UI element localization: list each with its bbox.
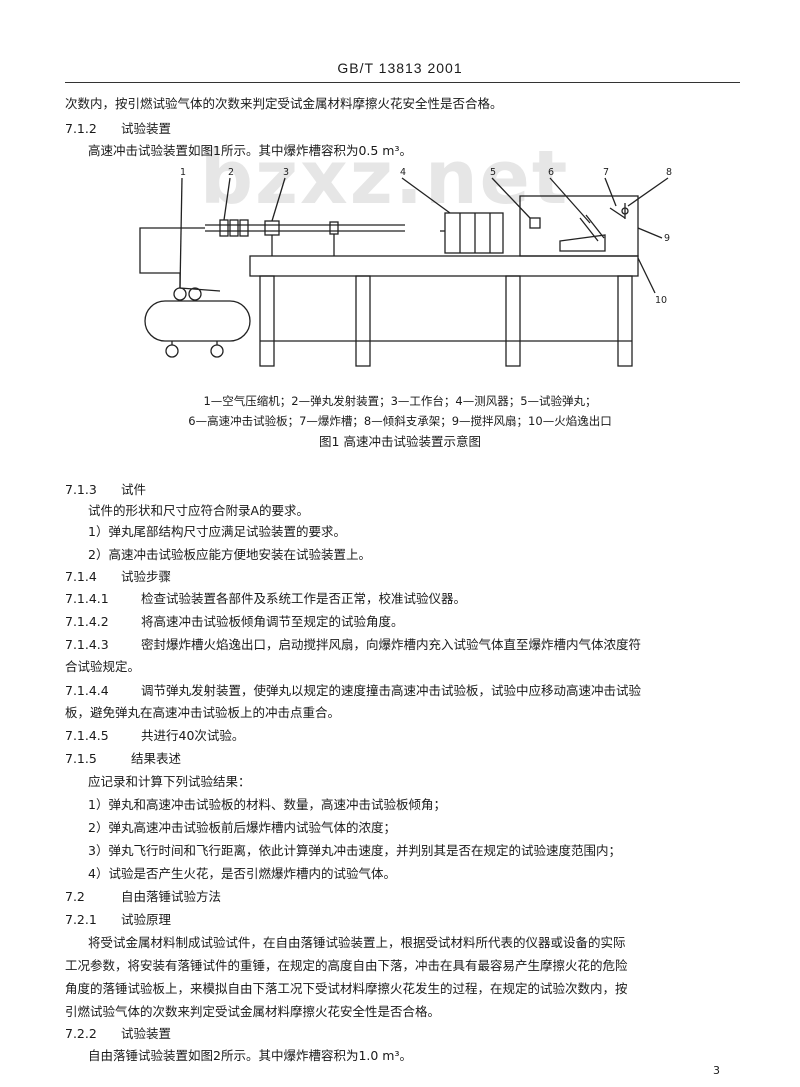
- section-number: 7.1.2: [65, 121, 97, 136]
- section-text: 调节弹丸发射装置，使弹丸以规定的速度撞击高速冲击试验板，试验中应移动高速冲击试验: [141, 683, 642, 698]
- text-line: 高速冲击试验装置如图1所示。其中爆炸槽容积为0.5 m³。: [88, 143, 412, 158]
- section-7-1-4-2: 7.1.4.2 将高速冲击试验板倾角调节至规定的试验角度。: [65, 614, 404, 630]
- section-7-2-1: 7.2.1 试验原理: [65, 912, 171, 928]
- callout-label: 5: [490, 167, 496, 178]
- callout-label: 9: [664, 233, 670, 244]
- text-line: 试件的形状和尺寸应符合附录A的要求。: [88, 503, 310, 518]
- bench-leg: [355, 275, 371, 367]
- section-number: 7.1.4.4: [65, 683, 109, 698]
- paragraph-line: 将受试金属材料制成试验试件，在自由落锤试验装置上，根据受试材料所代表的仪器或设备…: [88, 935, 626, 950]
- section-title: 试件: [121, 482, 147, 497]
- section-7-1-4-3: 7.1.4.3 密封爆炸槽火焰逸出口，启动搅拌风扇，向爆炸槽内充入试验气体直至爆炸…: [65, 637, 641, 653]
- callout-label: 8: [666, 167, 672, 178]
- text-line: 3）弹丸飞行时间和飞行距离，依此计算弹丸冲击速度，并判别其是否在规定的试验速度范…: [88, 843, 621, 858]
- text-line: 1）弹丸尾部结构尺寸应满足试验装置的要求。: [88, 524, 346, 539]
- callout-label: 7: [603, 167, 609, 178]
- impact-plate-holder: [559, 234, 606, 252]
- text-line: 自由落锤试验装置如图2所示。其中爆炸槽容积为1.0 m³。: [88, 1048, 412, 1063]
- section-number: 7.1.5: [65, 751, 97, 766]
- section-text: 将高速冲击试验板倾角调节至规定的试验角度。: [141, 614, 404, 629]
- text-line: 次数内，按引燃试验气体的次数来判定受试金属材料摩擦火花安全性是否合格。: [65, 96, 503, 111]
- section-number: 7.1.4: [65, 569, 97, 584]
- section-7-1-5: 7.1.5 结果表述: [65, 751, 181, 767]
- header-rule: [65, 82, 740, 83]
- section-7-1-4-1: 7.1.4.1 检查试验装置各部件及系统工作是否正常，校准试验仪器。: [65, 591, 466, 607]
- callout-label: 4: [400, 167, 406, 178]
- section-number: 7.1.4.1: [65, 591, 109, 606]
- text-line: 4）试验是否产生火花，是否引燃爆炸槽内的试验气体。: [88, 866, 396, 881]
- section-number: 7.2.1: [65, 912, 97, 927]
- section-7-2: 7.2 自由落锤试验方法: [65, 889, 221, 905]
- workbench-top: [249, 255, 639, 277]
- section-number: 7.2: [65, 889, 85, 904]
- section-7-1-2: 7.1.2 试验装置: [65, 121, 171, 137]
- section-title: 试验装置: [121, 121, 172, 136]
- section-text: 检查试验装置各部件及系统工作是否正常，校准试验仪器。: [141, 591, 467, 606]
- anemometer: [444, 212, 504, 254]
- text-line: 板，避免弹丸在高速冲击试验板上的冲击点重合。: [65, 705, 341, 720]
- callout-label: 3: [283, 167, 289, 178]
- section-text: 共进行40次试验。: [141, 728, 245, 743]
- callout-label: 10: [655, 295, 667, 306]
- bench-leg: [505, 275, 521, 367]
- section-title: 试验装置: [121, 1026, 172, 1041]
- section-text: 密封爆炸槽火焰逸出口，启动搅拌风扇，向爆炸槽内充入试验气体直至爆炸槽内气体浓度符: [141, 637, 642, 652]
- standard-code-header: GB/T 13813 2001: [337, 60, 463, 76]
- section-7-1-3: 7.1.3 试件: [65, 482, 146, 498]
- text-line: 合试验规定。: [65, 659, 141, 674]
- text-line: 应记录和计算下列试验结果：: [88, 774, 251, 789]
- callout-label: 1: [180, 167, 186, 178]
- section-title: 结果表述: [131, 751, 182, 766]
- text-line: 1）弹丸和高速冲击试验板的材料、数量，高速冲击试验板倾角；: [88, 797, 446, 812]
- text-line: 2）弹丸高速冲击试验板前后爆炸槽内试验气体的浓度；: [88, 820, 396, 835]
- paragraph-line: 引燃试验气体的次数来判定受试金属材料摩擦火花安全性是否合格。: [65, 1004, 441, 1019]
- section-7-1-4-4: 7.1.4.4 调节弹丸发射装置，使弹丸以规定的速度撞击高速冲击试验板，试验中应移…: [65, 683, 641, 699]
- paragraph-line: 角度的落锤试验板上，来模拟自由下落工况下受试材料摩擦火花发生的过程，在规定的试验…: [65, 981, 628, 996]
- figure-caption: 图1 高速冲击试验装置示意图: [319, 434, 481, 449]
- section-number: 7.1.4.5: [65, 728, 109, 743]
- paragraph-line: 工况参数，将安装有落锤试件的重锤，在规定的高度自由下落，冲击在具有最容易产生摩擦…: [65, 958, 628, 973]
- page-number: 3: [713, 1064, 720, 1077]
- section-7-1-4: 7.1.4 试验步骤: [65, 569, 171, 585]
- section-number: 7.1.3: [65, 482, 97, 497]
- section-title: 自由落锤试验方法: [121, 889, 222, 904]
- figure-1-apparatus-diagram: 1 2 3 4 5 6 7 8 9 10: [139, 167, 672, 367]
- bench-leg: [259, 275, 275, 367]
- section-number: 7.1.4.3: [65, 637, 109, 652]
- section-title: 试验步骤: [121, 569, 172, 584]
- figure-legend: 6—高速冲击试验板；7—爆炸槽；8—倾斜支承架；9—搅拌风扇；10—火焰逸出口: [188, 414, 612, 428]
- section-title: 试验原理: [121, 912, 172, 927]
- air-compressor: [144, 300, 251, 342]
- callout-label: 6: [548, 167, 554, 178]
- section-7-1-4-5: 7.1.4.5 共进行40次试验。: [65, 728, 244, 744]
- text-line: 2）高速冲击试验板应能方便地安装在试验装置上。: [88, 547, 371, 562]
- watermark: bzxz.net: [200, 135, 570, 221]
- section-number: 7.2.2: [65, 1026, 97, 1041]
- section-7-2-2: 7.2.2 试验装置: [65, 1026, 171, 1042]
- bench-leg: [617, 275, 633, 367]
- explosion-chamber: [519, 195, 639, 257]
- callout-label: 2: [228, 167, 234, 178]
- section-number: 7.1.4.2: [65, 614, 109, 629]
- figure-legend: 1—空气压缩机；2—弹丸发射装置；3—工作台；4—测风器；5—试验弹丸；: [203, 394, 597, 408]
